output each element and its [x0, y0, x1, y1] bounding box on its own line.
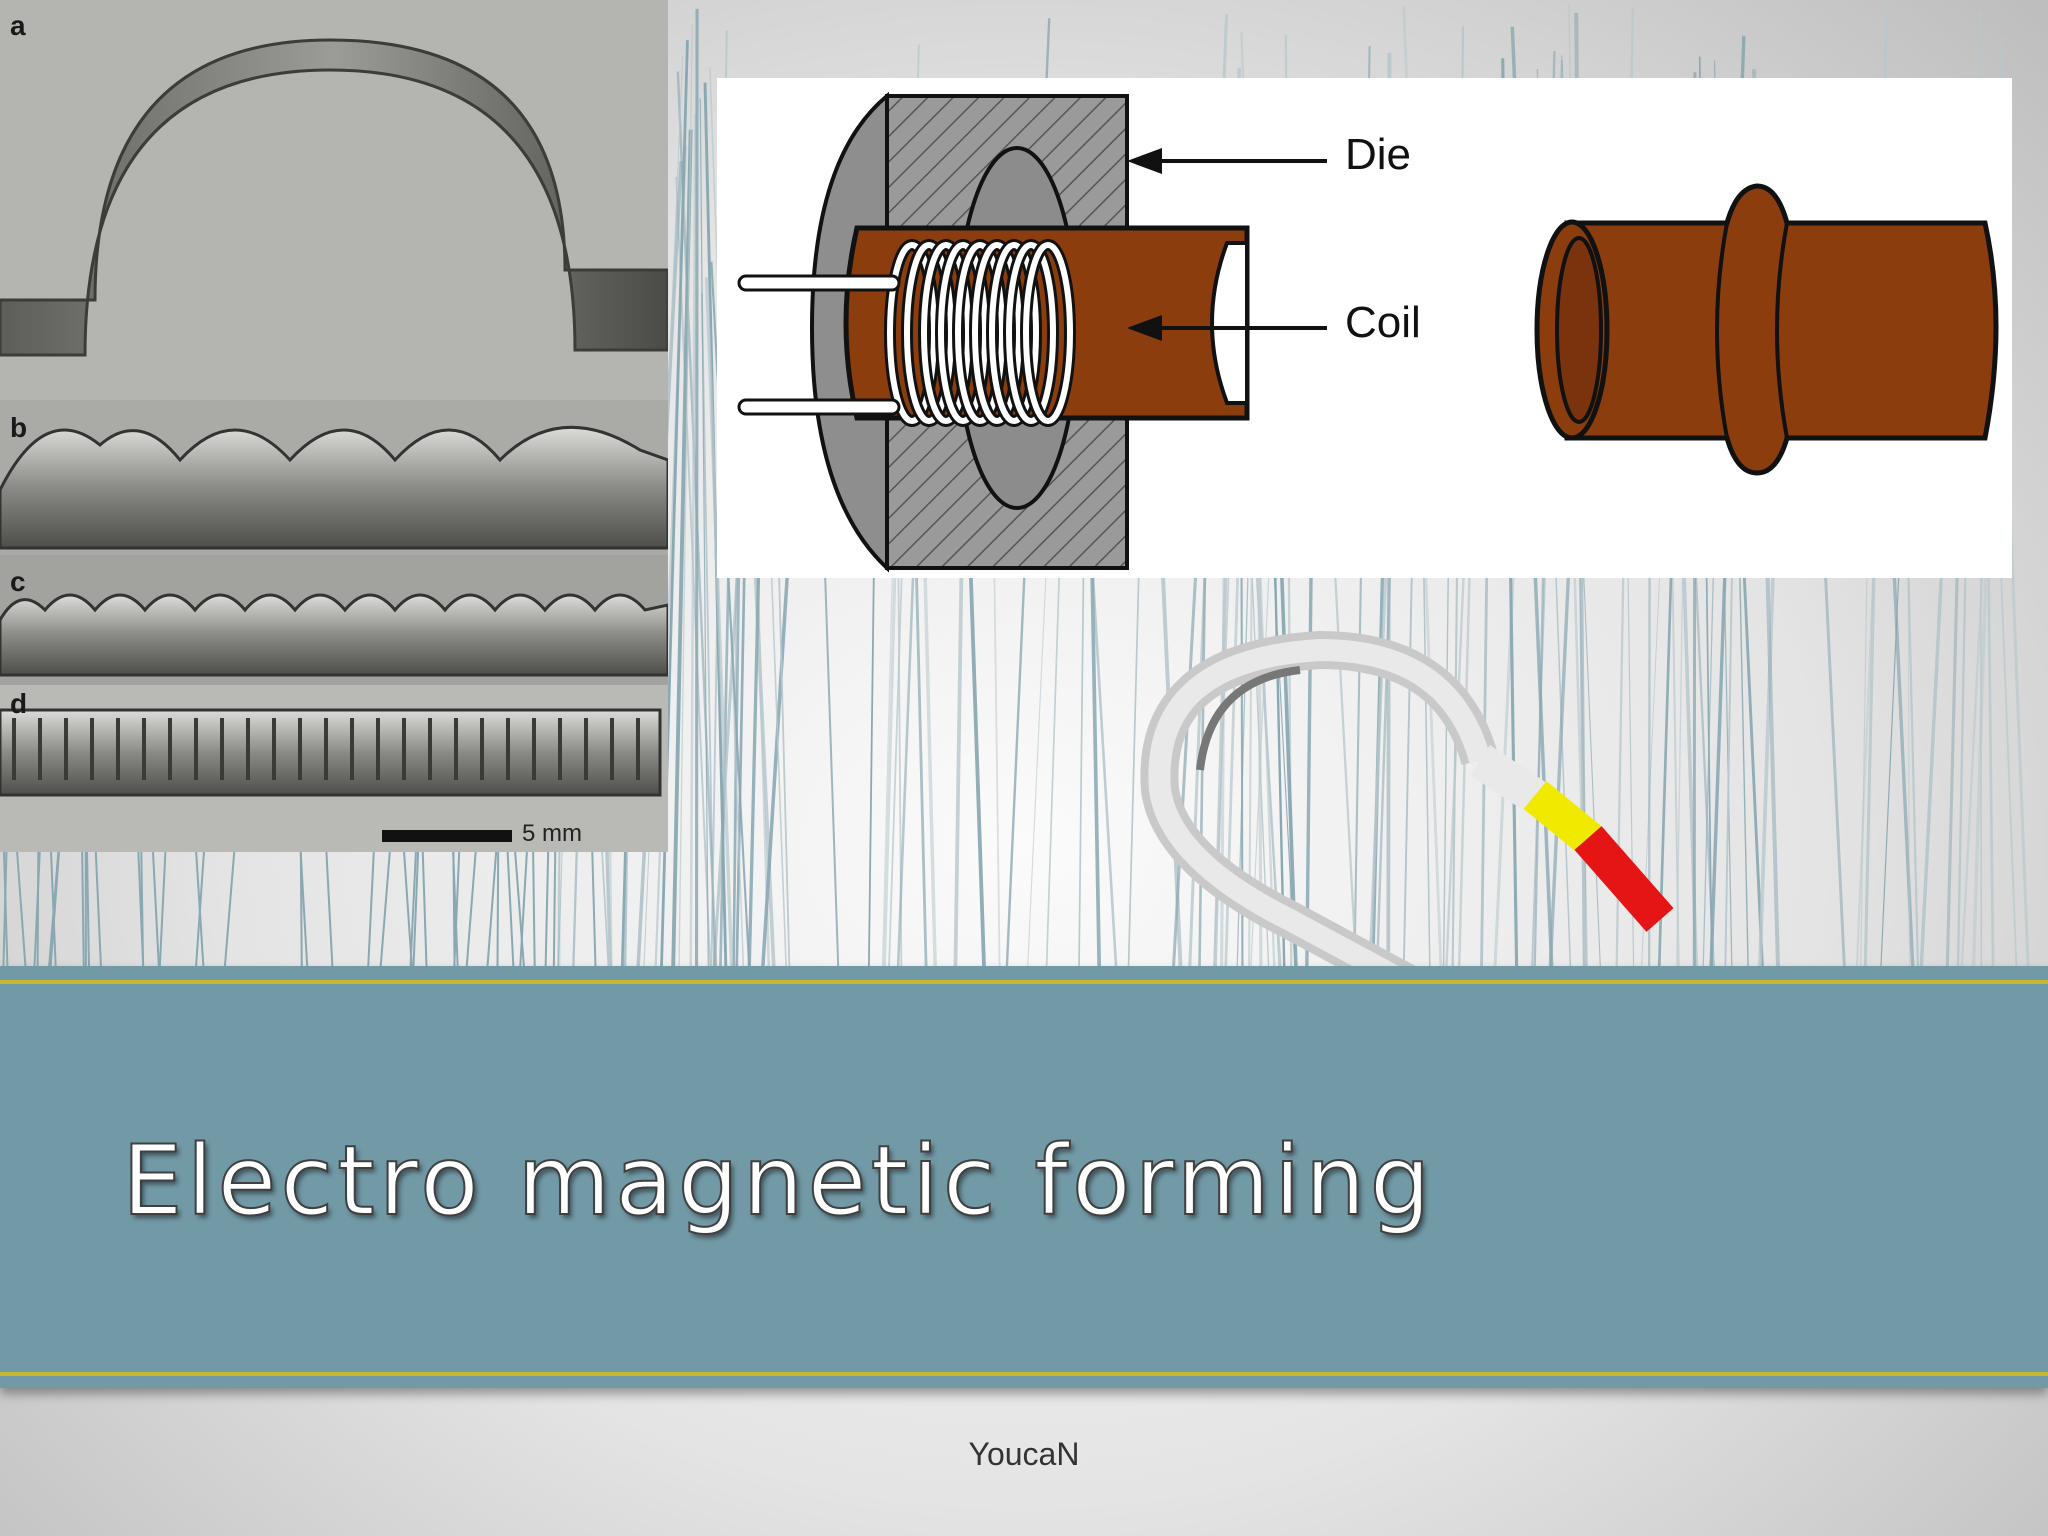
panel-label-b: b	[10, 412, 28, 443]
formed-parts-photo: a b c d 5 mm	[0, 0, 668, 852]
part-d-corrugated	[0, 708, 662, 797]
emf-diagram-drawing	[737, 91, 1999, 573]
panel-label-c: c	[10, 566, 26, 597]
slide-author: YoucaN	[968, 1436, 1080, 1472]
scale-bar-label: 5 mm	[522, 820, 582, 847]
banner-top-rule	[0, 980, 2048, 984]
scale-bar	[382, 830, 512, 842]
formed-parts-illustration	[0, 0, 668, 852]
coil-lead-bottom	[737, 398, 901, 416]
panel-label-a: a	[10, 10, 26, 41]
part-a-arch	[0, 38, 668, 357]
part-b-waves	[0, 425, 668, 550]
emf-process-diagram: Die Coil	[717, 78, 2012, 578]
panel-label-d: d	[10, 688, 28, 719]
magnet-tip-upper-yellow	[1523, 781, 1602, 854]
magnet-tip-upper-red	[1574, 826, 1674, 932]
coil-label: Coil	[1345, 298, 1421, 347]
coil-windings	[884, 239, 1076, 427]
part-c-waves	[0, 593, 668, 677]
slide-title: Electro magnetic forming	[121, 1124, 1435, 1238]
banner-bottom-rule	[0, 1372, 2048, 1376]
coil-lead-top	[737, 274, 901, 292]
die-label: Die	[1345, 130, 1412, 179]
formed-tube	[1564, 183, 1999, 476]
title-banner	[0, 966, 2048, 1388]
